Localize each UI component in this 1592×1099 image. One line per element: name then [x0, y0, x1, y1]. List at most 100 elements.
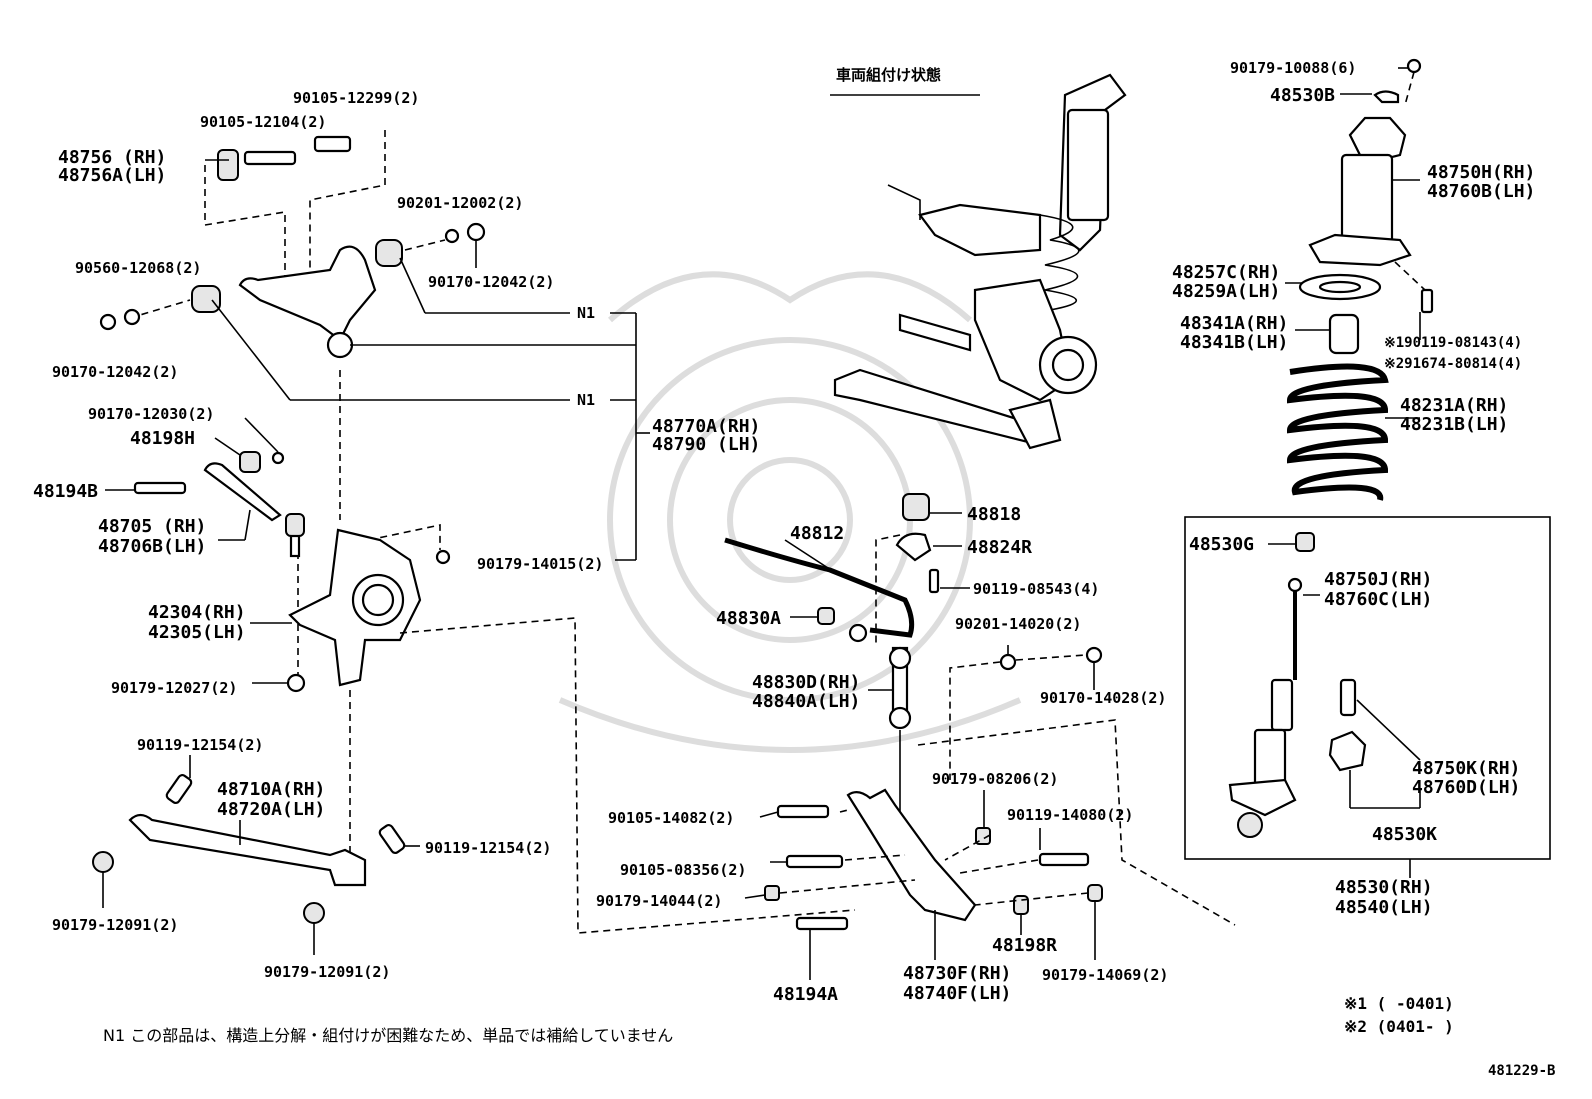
bushing-48198H — [239, 451, 261, 473]
nut-90170-14028 — [1085, 646, 1103, 664]
label-48198H: 48198H — [130, 428, 195, 449]
nut-90179-08206 — [975, 827, 991, 845]
bushing-48818 — [902, 493, 930, 521]
assembled-state-title: 車両組付け状態 — [836, 66, 941, 84]
mark1-note: ※1 ( -0401) — [1344, 994, 1454, 1013]
bolt-90105-08356 — [785, 854, 844, 869]
label-90105-12299: 90105-12299(2) — [293, 89, 419, 107]
nut-90170-12042-a — [466, 222, 486, 242]
label-90179-12091-b: 90179-12091(2) — [264, 963, 390, 981]
footnotes: N1 この部品は、構造上分解・組付けが困難なため、単品では補給していません ※1… — [103, 994, 1555, 1079]
diagram-id: 481229-B — [1488, 1063, 1555, 1079]
label-48750H: 48750H(RH) — [1427, 162, 1535, 183]
lower-arm-48710A — [128, 813, 367, 887]
label-48790: 48790 (LH) — [652, 434, 760, 455]
label-90201-14020: 90201-14020(2) — [955, 615, 1081, 633]
label-42305: 42305(LH) — [148, 622, 246, 643]
label-48730F: 48730F(RH) — [903, 963, 1011, 984]
bolt-90119-08143 — [1420, 288, 1434, 314]
plate-48530B — [1373, 90, 1400, 104]
label-90179-08206: 90179-08206(2) — [932, 770, 1058, 788]
shock-absorber-box — [1184, 516, 1551, 878]
bushing-upper-right — [375, 239, 403, 267]
label-90170-12042-a: 90170-12042(2) — [428, 273, 554, 291]
label-90179-14015: 90179-14015(2) — [477, 555, 603, 573]
label-48194A: 48194A — [773, 984, 838, 1005]
washer-90560-12068 — [123, 308, 141, 326]
lower-arm-group — [92, 755, 420, 955]
bolt-90105-14082 — [776, 804, 830, 819]
label-48198R: 48198R — [992, 935, 1057, 956]
label-48706B: 48706B(LH) — [98, 536, 206, 557]
bolt-48194B — [133, 481, 187, 495]
label-48824R: 48824R — [967, 537, 1032, 558]
label-48760D: 48760D(LH) — [1412, 777, 1520, 798]
n1-note: N1 この部品は、構造上分解・組付けが困難なため、単品では補給していません — [103, 1026, 673, 1045]
trailing-arm-48730F — [846, 788, 977, 922]
label-48257C: 48257C(RH) — [1172, 262, 1280, 283]
label-48740F: 48740F(LH) — [903, 983, 1011, 1004]
label-48540: 48540(LH) — [1335, 897, 1433, 918]
label-48341A: 48341A(RH) — [1180, 313, 1288, 334]
label-90179-14069: 90179-14069(2) — [1042, 966, 1168, 984]
mark2-note: ※2 (0401- ) — [1344, 1017, 1454, 1036]
label-48770A: 48770A(RH) — [652, 416, 760, 437]
label-90179-12091-a: 90179-12091(2) — [52, 916, 178, 934]
bushing-upper-left — [191, 285, 221, 313]
label-90170-12042-b: 90170-12042(2) — [52, 363, 178, 381]
leader-lines-left — [205, 159, 650, 561]
watermark-emblem — [558, 271, 1022, 753]
nut-90179-12091-b — [303, 902, 325, 924]
nut-90179-12027 — [286, 673, 306, 693]
label-48530B: 48530B — [1270, 85, 1335, 106]
dust-cover — [1270, 678, 1294, 732]
label-48530G: 48530G — [1189, 534, 1254, 555]
label-48750J: 48750J(RH) — [1324, 569, 1432, 590]
label-48231A: 48231A(RH) — [1400, 395, 1508, 416]
label-90170-12030: 90170-12030(2) — [88, 405, 214, 423]
bushing-48830A — [817, 607, 835, 625]
label-90105-12104: 90105-12104(2) — [200, 113, 326, 131]
label-91674-80814: ※291674-80814(4) — [1384, 356, 1522, 372]
label-48231B: 48231B(LH) — [1400, 414, 1508, 435]
nut-48750J — [1287, 577, 1303, 593]
coil-spring-48231A — [1286, 363, 1389, 501]
label-48710A: 48710A(RH) — [217, 779, 325, 800]
bracket-48824R — [895, 532, 932, 562]
upper-mount-48750H — [1348, 116, 1407, 162]
label-90560-12068: 90560-12068(2) — [75, 259, 201, 277]
washer-90201-14020 — [999, 653, 1017, 671]
nut-90179-14015 — [435, 549, 451, 565]
knuckle-group — [105, 417, 856, 934]
part-labels: 90105-12299(2) 90105-12104(2) 48756 (RH)… — [33, 59, 1535, 1005]
bushing-48530K-part — [1328, 730, 1367, 772]
label-90105-14082: 90105-14082(2) — [608, 809, 734, 827]
label-90119-08143: ※190119-08143(4) — [1384, 335, 1522, 351]
bolt-48194A — [795, 916, 849, 931]
bumper-48750K — [1339, 678, 1357, 717]
label-90170-14028: 90170-14028(2) — [1040, 689, 1166, 707]
ball-joint — [326, 331, 354, 359]
label-48341B: 48341B(LH) — [1180, 332, 1288, 353]
bolt-90119-12154-a — [165, 773, 193, 805]
bolt-90105-12299 — [313, 135, 352, 153]
bolt-90119-14080 — [1038, 852, 1090, 867]
label-48194B: 48194B — [33, 481, 98, 502]
assembled-view-illustration — [833, 73, 1127, 450]
shock-body — [1253, 728, 1287, 787]
upper-arm-48770A — [238, 245, 377, 342]
label-48818: 48818 — [967, 504, 1021, 525]
label-n1-a: N1 — [577, 304, 595, 322]
label-48760B: 48760B(LH) — [1427, 181, 1535, 202]
trailing-arm-group — [744, 719, 1236, 980]
label-90179-14044: 90179-14044(2) — [596, 892, 722, 910]
bushing-48756 — [217, 149, 239, 181]
label-48530K: 48530K — [1372, 824, 1437, 845]
label-48750K: 48750K(RH) — [1412, 758, 1520, 779]
upper-arm-group — [99, 130, 486, 520]
label-90179-12027: 90179-12027(2) — [111, 679, 237, 697]
label-90119-08543: 90119-08543(4) — [973, 580, 1099, 598]
nut-90179-14069 — [1087, 884, 1103, 902]
washer-90201-12002 — [444, 228, 460, 244]
